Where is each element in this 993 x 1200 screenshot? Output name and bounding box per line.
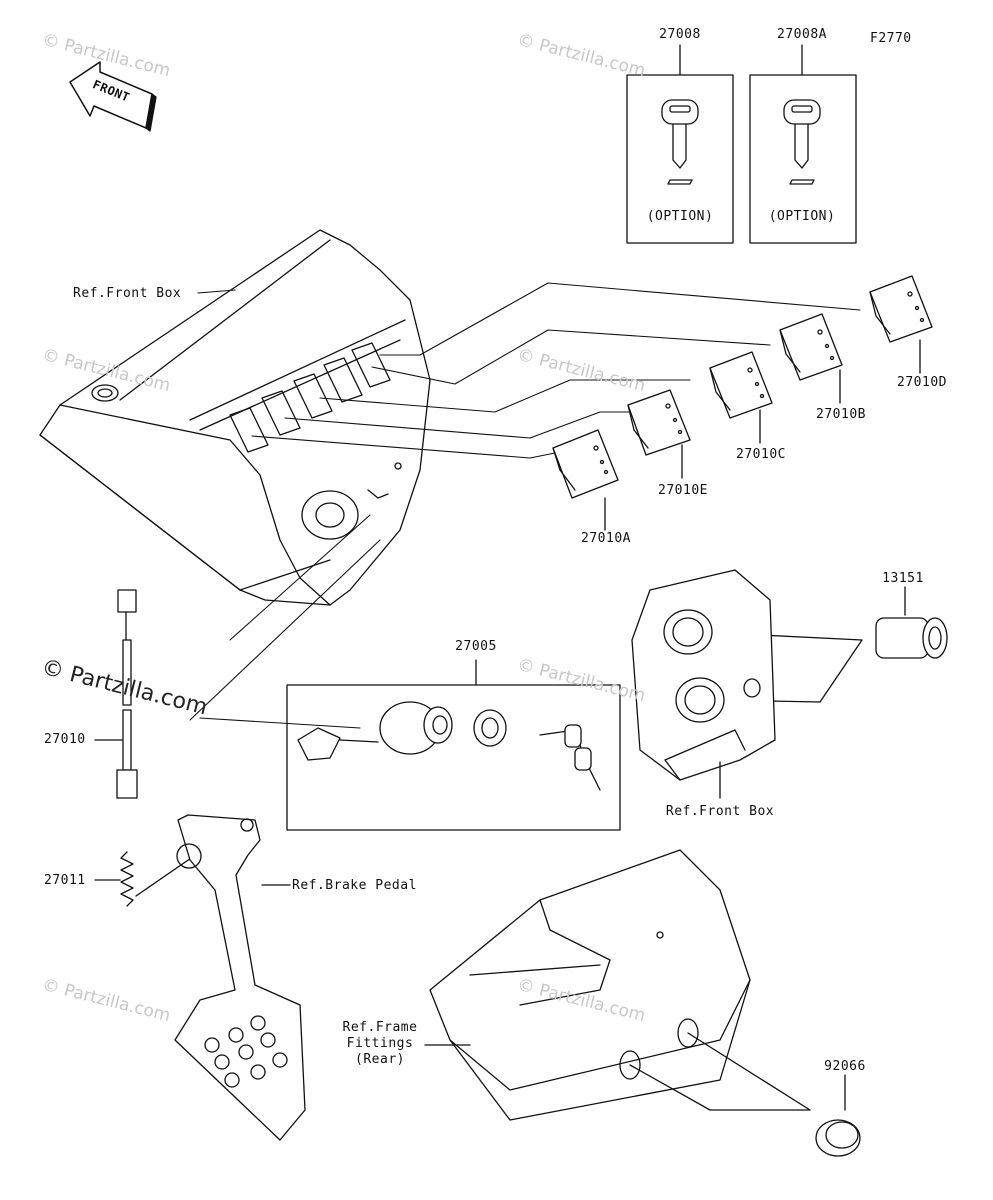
front-arrow-icon [69,61,157,132]
ref-front-box-top: Ref.Front Box [73,286,182,301]
front-box-panel [39,229,431,606]
key-27008A-note: (OPTION) [768,209,836,224]
rocker-switch-27010D [869,275,933,374]
key-27008-box [626,44,734,244]
socket-13151 [699,586,948,703]
part-label-27008: 27008 [659,27,701,42]
key-27008A-box [749,44,857,244]
part-label-92066: 92066 [824,1059,866,1074]
leader-lines [189,282,861,729]
ignition-switch-27005 [286,659,621,831]
part-label-27008A: 27008A [777,27,827,42]
rocker-switch-27010C [709,351,773,444]
part-label-27005: 27005 [455,639,497,654]
part-label-27010E: 27010E [658,483,708,498]
key-27008-note: (OPTION) [646,209,714,224]
brake-switch-27010 [94,589,138,799]
cap-92066 [815,1074,861,1157]
rocker-switch-27010A [552,429,619,531]
part-label-27011: 27011 [44,873,86,888]
figure-code: F2770 [870,31,912,46]
rocker-switch-27010E [627,389,691,479]
part-label-27010B: 27010B [816,407,866,422]
ref-front-box-right: Ref.Front Box [665,804,775,819]
part-label-13151: 13151 [882,571,924,586]
frame-fittings [424,849,811,1121]
brake-pedal [174,814,306,1141]
ref-brake-pedal: Ref.Brake Pedal [292,878,417,893]
front-box-right [631,569,776,799]
part-label-27010C: 27010C [736,447,786,462]
rocker-switch-27010B [779,313,843,404]
part-label-27010D: 27010D [897,375,947,390]
part-label-27010: 27010 [44,732,86,747]
ref-frame-fittings: Ref.Frame Fittings (Rear) [342,1020,418,1067]
part-label-27010A: 27010A [581,531,631,546]
